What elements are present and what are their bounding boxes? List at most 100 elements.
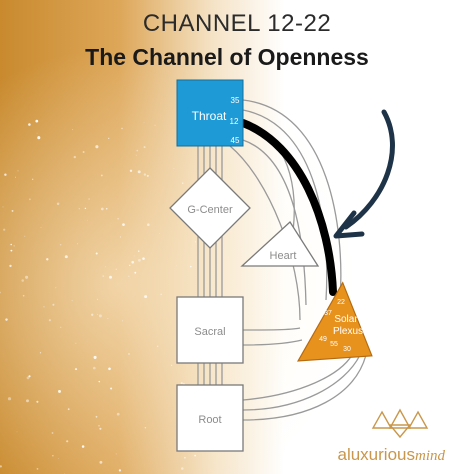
logo-text-part2: mind [415, 448, 446, 464]
sparkle [15, 176, 16, 178]
solar-plexus-gate-49: 49 [319, 336, 327, 343]
sparkle [97, 298, 98, 300]
sparkle [55, 287, 57, 289]
solar-plexus-label-line1: Solar [334, 314, 358, 325]
sparkle [157, 345, 159, 347]
sparkle [87, 220, 88, 221]
throat-gate-45: 45 [231, 136, 240, 145]
sparkle [100, 174, 103, 177]
throat-gate-35: 35 [231, 96, 240, 105]
sparkle [28, 123, 31, 126]
sparkle [17, 170, 19, 172]
sparkle [129, 169, 133, 172]
solar-plexus-gate-30: 30 [343, 346, 351, 353]
sparkle [78, 208, 80, 210]
g-center-label: G-Center [187, 204, 233, 216]
sparkle [93, 366, 96, 370]
solar-plexus-gate-37: 37 [324, 310, 332, 317]
sparkle [144, 295, 148, 299]
sparkle [3, 228, 6, 231]
sparkle [51, 432, 54, 434]
logo-text-part1: aluxurious [338, 445, 416, 464]
sparkle [67, 408, 70, 411]
sparkle [58, 389, 61, 393]
root-center: Root [176, 384, 244, 452]
sparkle [138, 250, 140, 252]
sparkle [128, 275, 130, 277]
sparkle [95, 415, 98, 418]
sparkle [43, 306, 45, 308]
sparkle [29, 198, 31, 201]
sparkle [91, 313, 94, 316]
sparkle [11, 209, 14, 212]
sparkle [75, 342, 77, 344]
sparkle [36, 468, 39, 470]
sparkle [73, 155, 76, 159]
sparkle [25, 275, 29, 279]
sparkle [48, 319, 51, 322]
sparkle [180, 382, 183, 385]
sparkle [93, 355, 97, 359]
sparkle [105, 207, 108, 210]
sparkle [143, 173, 147, 176]
sparkle [122, 223, 125, 226]
root-label: Root [198, 414, 221, 426]
solar-plexus-gate-36: 36 [351, 291, 359, 298]
sparkle [171, 364, 173, 366]
sparkle [46, 258, 49, 261]
sparkle [4, 173, 7, 176]
sparkle [0, 465, 2, 468]
sparkle [118, 469, 122, 472]
sparkle [98, 380, 101, 383]
sparkle [108, 137, 110, 140]
sparkle [10, 243, 12, 246]
solar-plexus-gate-22: 22 [337, 299, 345, 306]
sparkle [99, 427, 102, 430]
sparkle [144, 427, 146, 429]
sparkle [194, 454, 196, 457]
sparkle [128, 353, 130, 355]
sparkle [52, 455, 54, 457]
sparkle [176, 265, 178, 267]
sparkle [13, 245, 15, 247]
logo-text: aluxuriousmind [338, 445, 446, 464]
sparkle [59, 244, 62, 246]
sparkle [28, 375, 31, 378]
sparkle [143, 146, 146, 149]
sparkle [88, 198, 90, 200]
sparkle [60, 326, 62, 328]
sparkle [100, 207, 104, 211]
sparkle [137, 170, 141, 174]
throat-label: Throat [192, 109, 227, 123]
sparkle [36, 132, 38, 134]
solar-plexus-center: Solar Plexus 36 22 37 6 49 55 30 [296, 281, 373, 362]
throat-center: Throat 35 12 45 [176, 79, 244, 147]
sparkle [35, 119, 39, 123]
sparkle [181, 467, 184, 470]
sparkle [109, 275, 112, 279]
sparkle [0, 291, 1, 294]
sparkle [146, 223, 150, 227]
sparkle [72, 129, 74, 131]
sparkle [133, 255, 135, 257]
sparkle [107, 318, 109, 319]
sparkle [74, 368, 78, 371]
sparkle [84, 207, 87, 210]
sparkle [181, 182, 184, 184]
sacral-label: Sacral [194, 326, 225, 338]
sparkle [52, 303, 55, 306]
sparkle [184, 456, 186, 459]
sparkle [58, 458, 60, 459]
sparkle [32, 178, 34, 180]
sparkle [22, 294, 25, 297]
curved-arrow-icon [333, 109, 395, 239]
solar-plexus-label-line2: Plexus [333, 326, 363, 337]
sparkle [16, 431, 18, 433]
sparkle [134, 271, 137, 274]
sparkle [71, 300, 73, 302]
sparkle [9, 264, 12, 268]
logo-mark-icon [371, 408, 429, 439]
sparkle [24, 235, 26, 237]
heart-label: Heart [270, 250, 297, 262]
